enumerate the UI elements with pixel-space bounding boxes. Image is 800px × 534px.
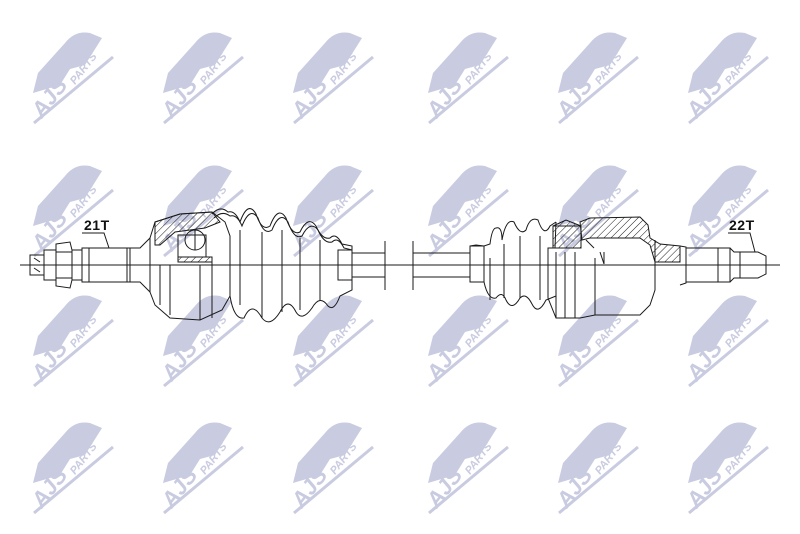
right-spline-leader: [728, 232, 756, 253]
right-spline-shaft: [679, 245, 772, 286]
left-spline-shaft: [71, 236, 151, 294]
outer-boot: [211, 208, 353, 323]
intermediate-shaft: [352, 241, 470, 290]
right-spline-label: 22T: [729, 217, 755, 233]
left-spline-leader: [82, 232, 110, 249]
left-spline-label: 21T: [84, 217, 110, 233]
outer-cv-joint: [149, 211, 231, 321]
inner-boot: [469, 218, 557, 310]
inner-cv-joint: [547, 216, 681, 319]
